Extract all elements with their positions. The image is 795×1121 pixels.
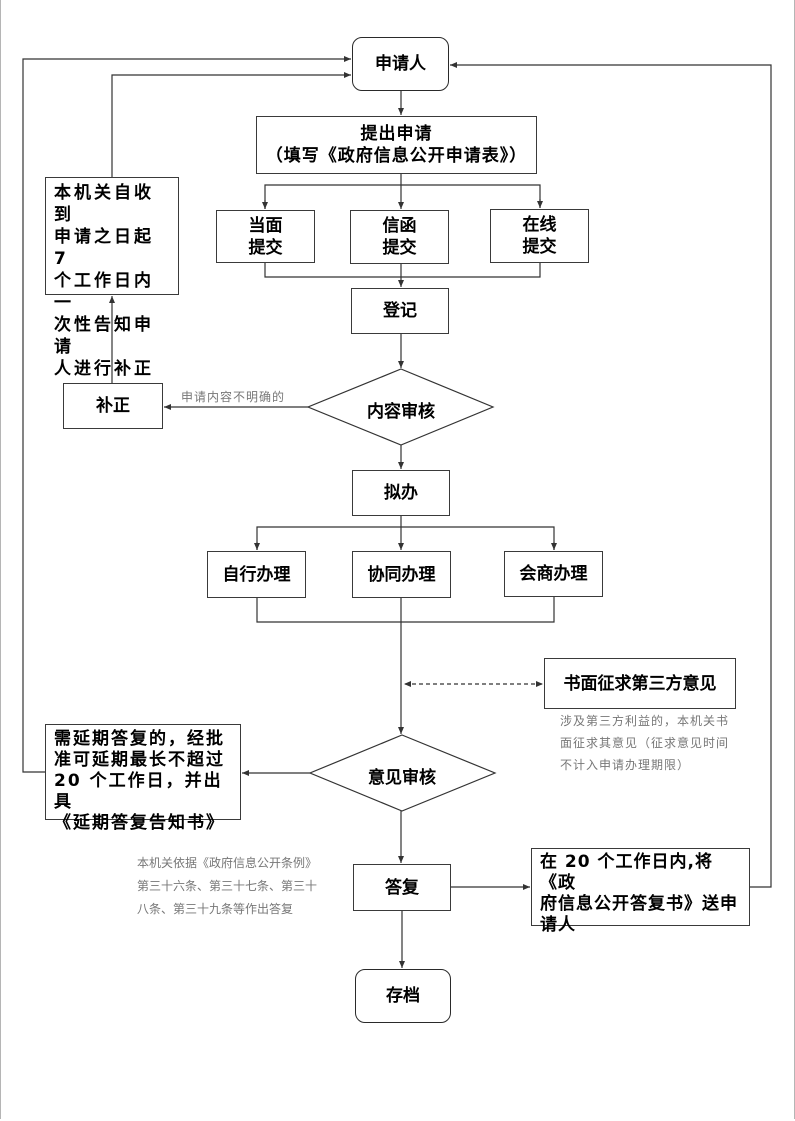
submit-application-node: 提出申请 （填写《政府信息公开申请表》） (256, 116, 537, 174)
notice-line: 次性告知申请 (54, 315, 154, 357)
correction-notice-node: 本机关自收到 申请之日起 7 个工作日内一 次性告知申请 人进行补正 (45, 177, 179, 379)
third-party-label: 书面征求第三方意见 (563, 673, 717, 694)
handling-label: 会商办理 (519, 564, 588, 584)
notice-line: 申请之日起 7 (54, 227, 154, 269)
applicant-label: 申请人 (375, 54, 426, 74)
line-handling-branch (256, 526, 555, 550)
channel-mail-node: 信函 提交 (350, 210, 449, 264)
extension-line: 20 个工作日，并出具 (54, 771, 223, 812)
applicant-node: 申请人 (352, 37, 449, 91)
handling-joint-node: 协同办理 (352, 551, 451, 598)
extension-line: 《延期答复告知书》 (54, 813, 225, 833)
channel-line2: 提交 (248, 237, 283, 258)
deliver-line: 府信息公开答复书》送申 (540, 894, 738, 914)
reply-legal-basis-note: 本机关依据《政府信息公开条例》 第三十六条、第三十七条、第三十 八条、第三十九条… (137, 852, 317, 921)
register-label: 登记 (383, 301, 417, 321)
archive-node: 存档 (355, 969, 451, 1023)
line-channel-merge (264, 263, 541, 278)
draft-node: 拟办 (352, 470, 450, 516)
channel-line1: 在线 (522, 215, 557, 235)
opinion-review-label: 意见审核 (368, 768, 436, 788)
channel-in-person-node: 当面 提交 (216, 210, 315, 263)
deliver-reply-node: 在 20 个工作日内,将《政 府信息公开答复书》送申 请人 (531, 848, 750, 935)
line-channel-branch (264, 184, 541, 209)
supplement-label: 补正 (96, 396, 130, 416)
submit-title: 提出申请 (360, 124, 433, 144)
note-line: 八条、第三十九条等作出答复 (137, 902, 294, 916)
note-line: 涉及第三方利益的，本机关书 (560, 714, 730, 728)
submit-subtitle: （填写《政府信息公开申请表》） (265, 146, 528, 166)
content-review-label: 内容审核 (367, 402, 435, 422)
reply-label: 答复 (385, 877, 419, 898)
notice-line: 人进行补正 (54, 359, 154, 379)
reply-node: 答复 (353, 864, 451, 911)
extension-line: 需延期答复的，经批 (54, 729, 225, 749)
register-node: 登记 (351, 288, 449, 334)
channel-line2: 提交 (522, 237, 557, 257)
arrow-extension-to-applicant (22, 56, 351, 773)
archive-label: 存档 (386, 986, 420, 1006)
channel-online-node: 在线 提交 (490, 209, 589, 263)
unclear-content-label: 申请内容不明确的 (181, 390, 286, 404)
third-party-opinion-node: 书面征求第三方意见 (544, 658, 736, 709)
handling-self-node: 自行办理 (207, 551, 306, 598)
arrow-notice-to-applicant (111, 72, 351, 177)
deliver-line: 请人 (540, 915, 576, 935)
note-line: 不计入申请办理期限） (560, 758, 691, 772)
note-line: 面征求其意见（征求意见时间 (560, 736, 730, 750)
deliver-line: 在 20 个工作日内,将《政 (540, 852, 713, 893)
channel-line2: 提交 (382, 238, 417, 258)
notice-line: 个工作日内一 (54, 271, 154, 313)
channel-line1: 信函 (382, 216, 417, 236)
supplement-node: 补正 (63, 383, 163, 429)
extension-notice-node: 需延期答复的，经批 准可延期最长不超过 20 个工作日，并出具 《延期答复告知书… (45, 724, 241, 833)
channel-line1: 当面 (248, 215, 283, 236)
handling-label: 协同办理 (367, 564, 436, 585)
line-handling-merge (256, 597, 555, 623)
handling-consult-node: 会商办理 (504, 551, 603, 597)
handling-label: 自行办理 (222, 564, 291, 585)
note-line: 第三十六条、第三十七条、第三十 (137, 879, 318, 893)
extension-line: 准可延期最长不超过 (54, 750, 225, 770)
arrow-deliver-to-applicant (450, 62, 772, 888)
draft-label: 拟办 (384, 483, 418, 503)
notice-line: 本机关自收到 (54, 183, 154, 225)
opinion-review-diamond (308, 734, 497, 812)
third-party-note: 涉及第三方利益的，本机关书 面征求其意见（征求意见时间 不计入申请办理期限） (560, 710, 729, 776)
content-review-diamond (306, 368, 495, 446)
note-line: 本机关依据《政府信息公开条例》 (137, 856, 318, 870)
